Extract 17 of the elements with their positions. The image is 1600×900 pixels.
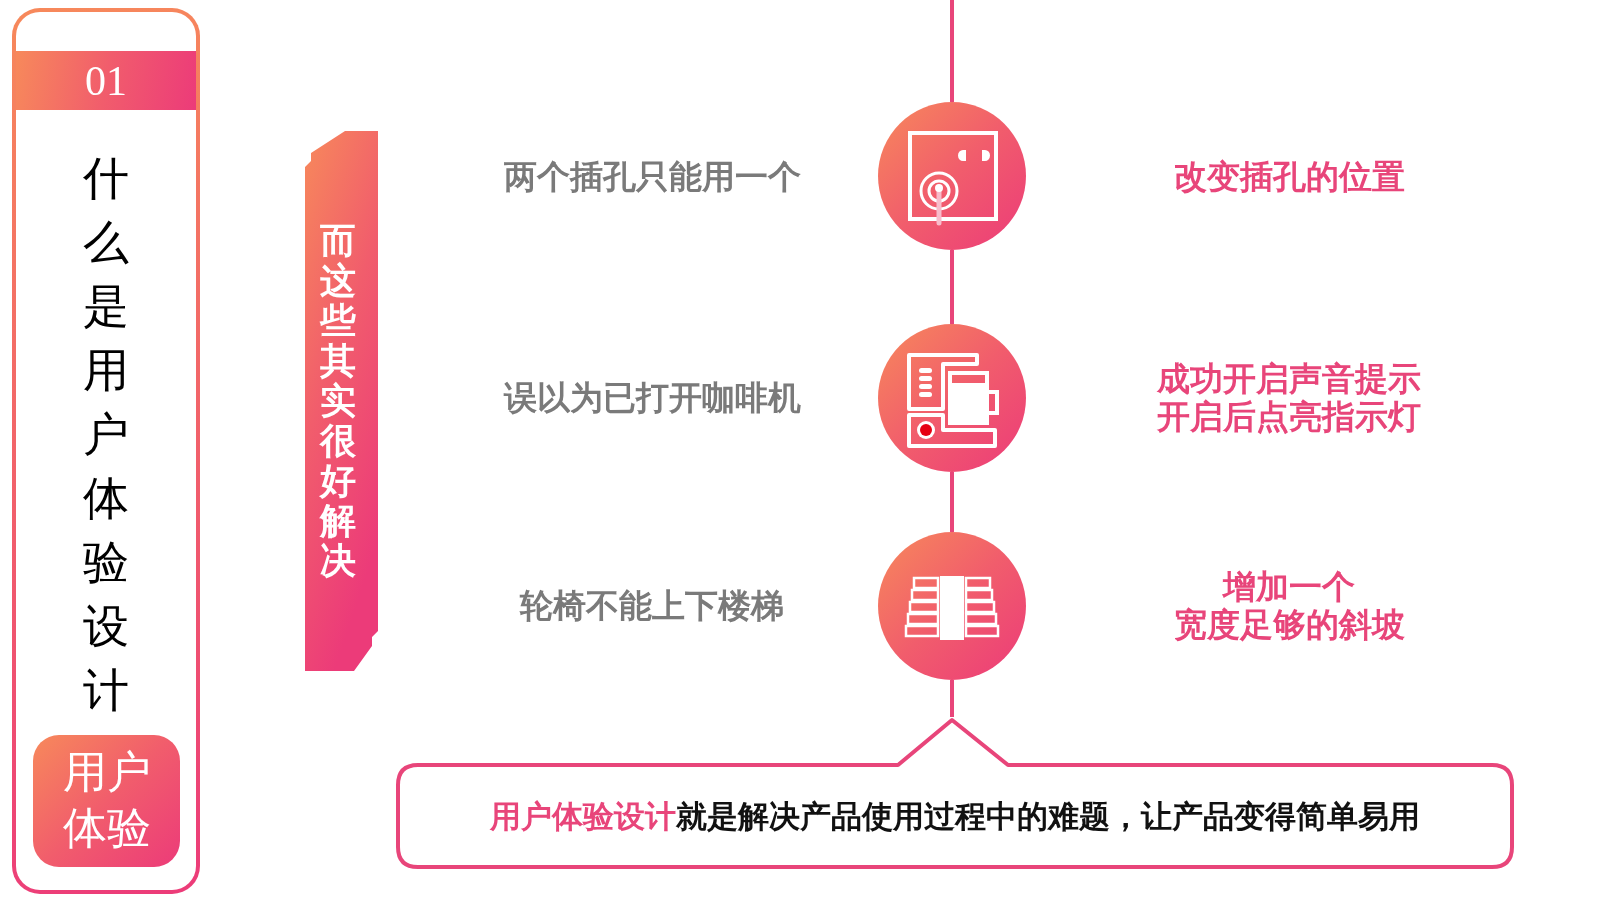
solution-text: 改变插孔的位置 xyxy=(1173,158,1405,196)
problem-text: 两个插孔只能用一个 xyxy=(503,158,801,196)
connector-line xyxy=(950,250,954,324)
solution-text: 增加一个宽度足够的斜坡 xyxy=(1173,568,1405,644)
connector-line xyxy=(950,0,954,102)
connector-line xyxy=(950,472,954,532)
vertical-title: 什么是用户体验设计 xyxy=(81,152,130,718)
ribbon-text: 而这些其实很好解决 xyxy=(318,221,357,581)
number-band: 01 xyxy=(16,51,196,110)
highlight-tag: 用户体验 xyxy=(33,735,180,867)
callout-box xyxy=(396,717,1514,869)
solution-text: 成功开启声音提示开启后点亮指示灯 xyxy=(1157,360,1421,436)
problem-text: 轮椅不能上下楼梯 xyxy=(520,587,784,625)
summary-text: 用户体验设计就是解决产品使用过程中的难题，让产品变得简单易用 xyxy=(490,797,1420,836)
problem-text: 误以为已打开咖啡机 xyxy=(503,379,801,417)
ribbon-banner xyxy=(305,131,378,671)
connector-line xyxy=(950,680,954,717)
